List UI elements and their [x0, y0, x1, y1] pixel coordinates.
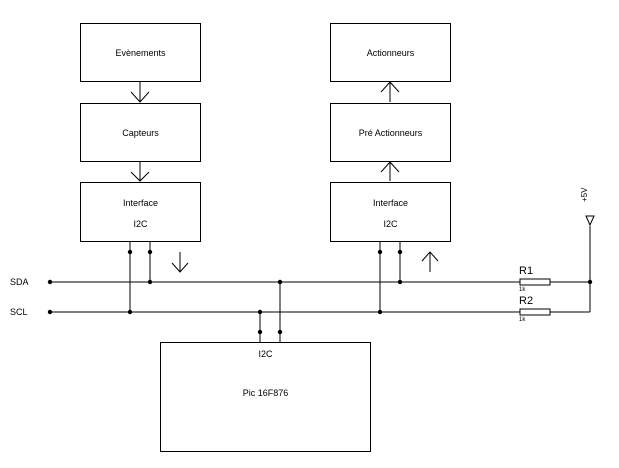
pic-i2c-label: I2C: [258, 349, 273, 359]
junction-right-scl-top: [377, 249, 383, 255]
events-label: Evènements: [115, 48, 166, 58]
interface-right-i2c: I2C: [383, 219, 398, 229]
interface-left-label: Interface: [122, 198, 159, 208]
r1-name: R1: [519, 265, 534, 277]
actuators-box: Actionneurs: [330, 23, 451, 82]
arrow-events-sensors-head: [130, 91, 150, 103]
sda-label: SDA: [10, 277, 29, 287]
junction-right-sda: [397, 279, 403, 285]
interface-left-box: Interface I2C: [80, 182, 201, 242]
r1-resistor: [519, 278, 551, 286]
junction-left-sda-top: [147, 249, 153, 255]
junction-pic-scl: [257, 309, 263, 315]
pic-label: Pic 16F876: [242, 388, 289, 398]
scl-label: SCL: [10, 307, 28, 317]
junction-left-scl: [127, 309, 133, 315]
scl-terminal: [47, 309, 53, 315]
junction-left-sda: [147, 279, 153, 285]
sensors-label: Capteurs: [122, 128, 159, 138]
sda-terminal: [47, 279, 53, 285]
r2-value: 1k: [519, 317, 526, 323]
arrow-interface-pre-actuators-head: [380, 161, 400, 173]
pre-actuators-box: Pré Actionneurs: [330, 103, 451, 162]
pic-box: I2C Pic 16F876: [160, 342, 371, 452]
junction-pic-scl-bottom: [257, 329, 263, 335]
bus-arrow-up-head: [421, 251, 439, 262]
supply-triangle: [585, 215, 595, 227]
r2-name: R2: [519, 295, 534, 307]
pre-actuators-label: Pré Actionneurs: [358, 128, 423, 138]
junction-right-sda-top: [397, 249, 403, 255]
junction-right-scl: [377, 309, 383, 315]
arrow-sensors-interface-head: [130, 171, 150, 182]
interface-right-box: Interface I2C: [330, 182, 451, 242]
r2-resistor: [519, 308, 551, 316]
interface-right-label: Interface: [372, 198, 409, 208]
interface-left-i2c: I2C: [133, 219, 148, 229]
r1-value: 1k: [519, 287, 526, 293]
sensors-box: Capteurs: [80, 103, 201, 162]
bus-arrow-down-head: [171, 262, 189, 273]
arrow-pre-actuators-actuators-head: [380, 81, 400, 93]
events-box: Evènements: [80, 23, 201, 82]
junction-pic-sda-bottom: [277, 329, 283, 335]
actuators-label: Actionneurs: [366, 48, 415, 58]
junction-supply-sda: [587, 279, 593, 285]
junction-left-scl-top: [127, 249, 133, 255]
junction-pic-sda: [277, 279, 283, 285]
